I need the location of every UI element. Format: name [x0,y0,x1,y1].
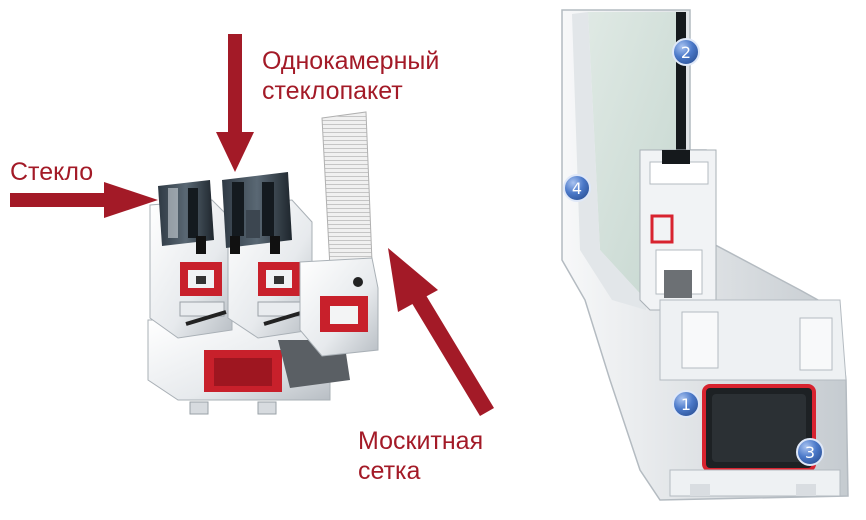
label-mosquito-net-line1: Москитная [358,427,484,455]
badge-1: 1 [672,390,700,418]
window-glass-pane [588,12,686,300]
badge-3: 3 [796,438,824,466]
arrow-glass [10,182,158,218]
label-mosquito-net-line2: сетка [358,457,421,485]
glass-unit-left [158,180,214,254]
label-double-glazing-line2: стеклопакет [262,77,403,105]
label-double-glazing: Однокамерный стеклопакет [262,46,439,106]
label-glass: Стекло [10,157,93,187]
mosquito-net-mesh [321,111,373,269]
badge-4-label: 4 [572,179,582,198]
badge-2: 2 [672,38,700,66]
label-double-glazing-line1: Однокамерный [262,47,440,75]
badge-1-label: 1 [681,395,691,414]
badge-4: 4 [563,174,591,202]
label-mosquito-net: Москитная сетка [358,426,483,486]
badge-2-label: 2 [681,43,691,62]
badge-3-label: 3 [805,443,815,462]
profile-cross-section [147,111,379,415]
glazing-seal-strip [676,12,686,162]
label-glass-text: Стекло [10,158,94,186]
window-frame-photo [561,9,849,501]
glass-unit-right [222,172,292,254]
sash-red-gasket [650,214,674,244]
arrow-mosquito-net [388,248,494,416]
arrow-double-glazing [216,34,254,172]
